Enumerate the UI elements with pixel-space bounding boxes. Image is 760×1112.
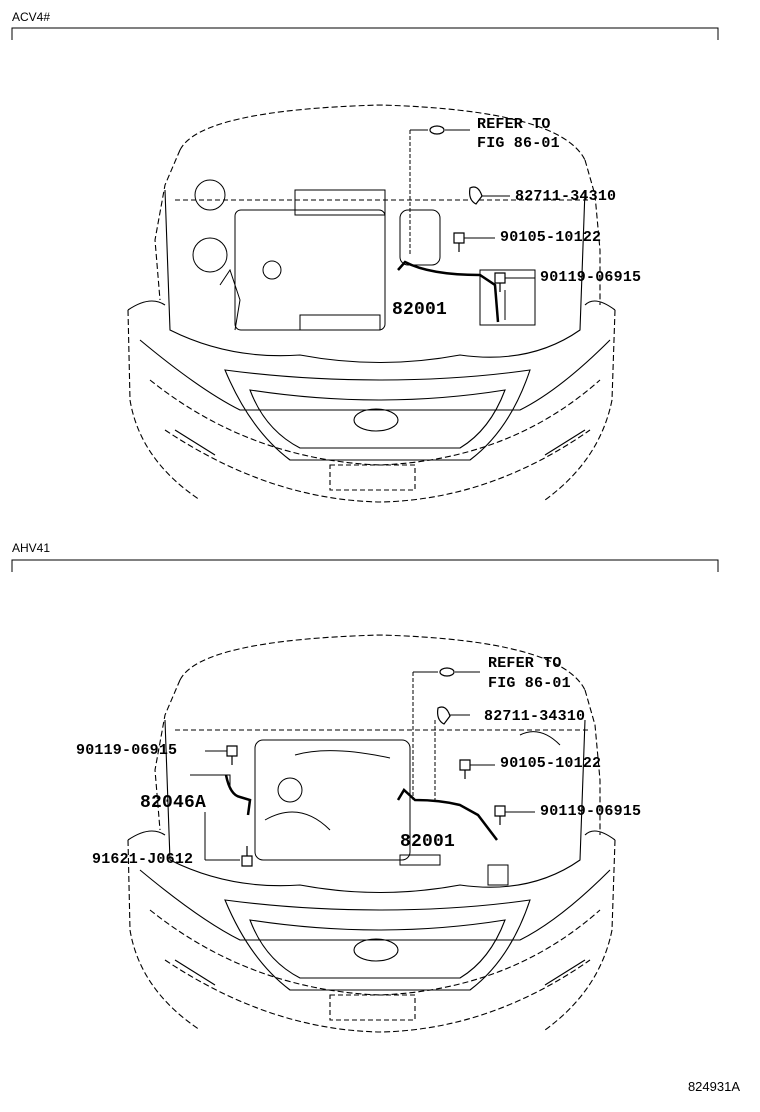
bolt-icon bbox=[454, 233, 464, 252]
hybrid-engine-block bbox=[255, 740, 410, 860]
refer-connector-icon bbox=[440, 668, 454, 676]
variant-label: AHV41 bbox=[12, 541, 51, 555]
refer-label: FIG 86-01 bbox=[477, 135, 560, 152]
harness-wire-82001 bbox=[398, 262, 498, 322]
part-number: 82046A bbox=[140, 793, 207, 813]
refer-label: FIG 86-01 bbox=[488, 675, 571, 692]
engine-block bbox=[235, 210, 385, 330]
clamp-icon bbox=[470, 187, 482, 204]
screw-icon bbox=[242, 846, 252, 866]
bolt-icon bbox=[227, 746, 237, 765]
refer-label: REFER TO bbox=[477, 116, 551, 133]
variant-label: ACV4# bbox=[12, 10, 51, 24]
bolt-icon bbox=[495, 273, 505, 292]
part-number: 82711-34310 bbox=[484, 708, 586, 725]
part-number: 82001 bbox=[400, 832, 456, 852]
wire-82046A bbox=[226, 775, 250, 815]
figure-number: 824931A bbox=[687, 1079, 740, 1094]
part-number: 91621-J0612 bbox=[92, 851, 194, 868]
bolt-icon bbox=[495, 806, 505, 825]
part-number: 90105-10122 bbox=[500, 229, 602, 246]
bolt-icon bbox=[460, 760, 470, 779]
part-number: 82001 bbox=[392, 300, 448, 320]
section1-bracket bbox=[12, 28, 718, 40]
refer-label: REFER TO bbox=[488, 655, 562, 672]
refer-connector-icon bbox=[430, 126, 444, 134]
section2-bracket bbox=[12, 560, 718, 572]
part-number: 90119-06915 bbox=[76, 742, 178, 759]
part-number: 90105-10122 bbox=[500, 755, 602, 772]
clamp-icon bbox=[438, 707, 450, 724]
part-number: 90119-06915 bbox=[540, 803, 642, 820]
part-number: 90119-06915 bbox=[540, 269, 642, 286]
harness-wire-82001 bbox=[398, 790, 497, 840]
part-number: 82711-34310 bbox=[515, 188, 617, 205]
